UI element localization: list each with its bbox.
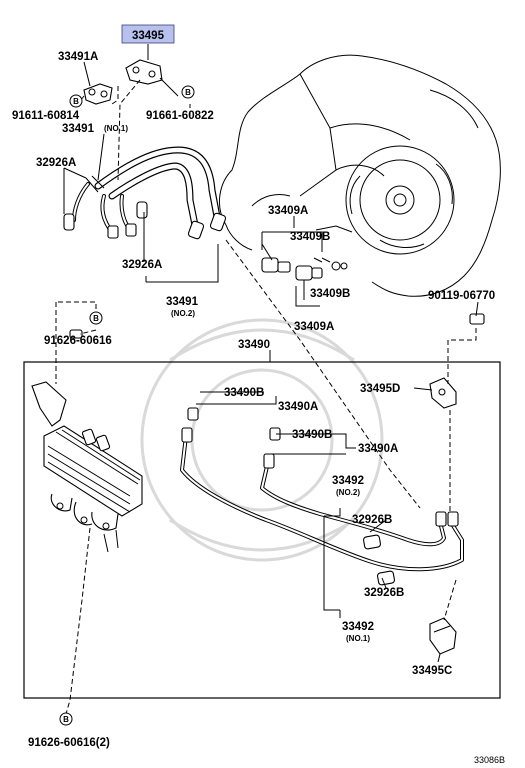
label-33491-no1-note: (NO.1)	[104, 124, 128, 133]
label-33409B-bot[interactable]: 33409B	[310, 288, 350, 300]
label-33490A-bot[interactable]: 33490A	[358, 443, 398, 455]
label-91626-60616-2[interactable]: 91626-60616(2)	[28, 737, 110, 749]
label-33495D[interactable]: 33495D	[360, 383, 400, 395]
diagram-ref-number: 33086B	[474, 755, 505, 765]
label-33491-no2[interactable]: 33491	[166, 296, 199, 308]
label-91611-60814[interactable]: 91611-60814	[12, 110, 80, 122]
bracket-33491A	[83, 83, 113, 105]
label-33492-no2-note: (NO.2)	[336, 488, 360, 497]
assembly-box-33490	[23, 361, 501, 699]
label-33492-no2[interactable]: 33492	[332, 475, 364, 487]
label-33491-no1[interactable]: 33491	[62, 123, 95, 135]
label-32926A-mid[interactable]: 32926A	[122, 259, 162, 271]
svg-text:B: B	[185, 88, 191, 97]
label-90119-06770[interactable]: 90119-06770	[428, 290, 495, 302]
clamp-33495D	[429, 377, 457, 409]
oil-cooler	[31, 381, 143, 553]
label-91626-60616-top[interactable]: 91626-60616	[44, 335, 112, 347]
label-33492-no1-note: (NO.1)	[346, 634, 370, 643]
label-33409B-top[interactable]: 33409B	[290, 231, 330, 243]
label-32926A-top[interactable]: 32926A	[36, 157, 76, 169]
label-33495[interactable]: 33495	[132, 30, 165, 42]
label-33490A-top[interactable]: 33490A	[278, 401, 318, 413]
union-fittings-33409	[261, 257, 348, 281]
label-33409A-top[interactable]: 33409A	[268, 205, 308, 217]
clamp-33495C	[429, 617, 457, 655]
label-33491A[interactable]: 33491A	[58, 51, 98, 63]
label-33409A-bot[interactable]: 33409A	[294, 321, 334, 333]
label-33490B-top[interactable]: 33490B	[224, 387, 264, 399]
svg-text:B: B	[93, 314, 99, 323]
svg-text:B: B	[63, 715, 69, 724]
dashed-connections	[55, 79, 477, 715]
label-33490[interactable]: 33490	[238, 339, 270, 351]
bolt-90119	[469, 313, 485, 325]
svg-text:B: B	[73, 97, 79, 106]
oil-cooler-pipes-upper	[63, 146, 227, 240]
highlight-box	[121, 24, 175, 44]
marker-b-3: B	[89, 311, 103, 325]
leader-lines	[63, 44, 479, 663]
label-91661-60822[interactable]: 91661-60822	[146, 110, 214, 122]
label-33491-no2-note: (NO.2)	[171, 309, 195, 318]
label-33490B-bot[interactable]: 33490B	[292, 429, 332, 441]
bolt-91626	[69, 329, 83, 339]
label-33495C[interactable]: 33495C	[412, 665, 452, 677]
label-32926B-top[interactable]: 32926B	[352, 514, 392, 526]
oil-cooler-pipes-lower	[180, 407, 464, 586]
clamp-33495	[125, 59, 163, 85]
marker-b-1: B	[69, 94, 83, 108]
transmission-housing	[219, 54, 501, 297]
label-33492-no1[interactable]: 33492	[342, 621, 374, 633]
watermark	[140, 318, 384, 562]
label-32926B-bot[interactable]: 32926B	[364, 587, 404, 599]
marker-b-4: B	[59, 712, 73, 726]
marker-b-2: B	[181, 85, 195, 99]
